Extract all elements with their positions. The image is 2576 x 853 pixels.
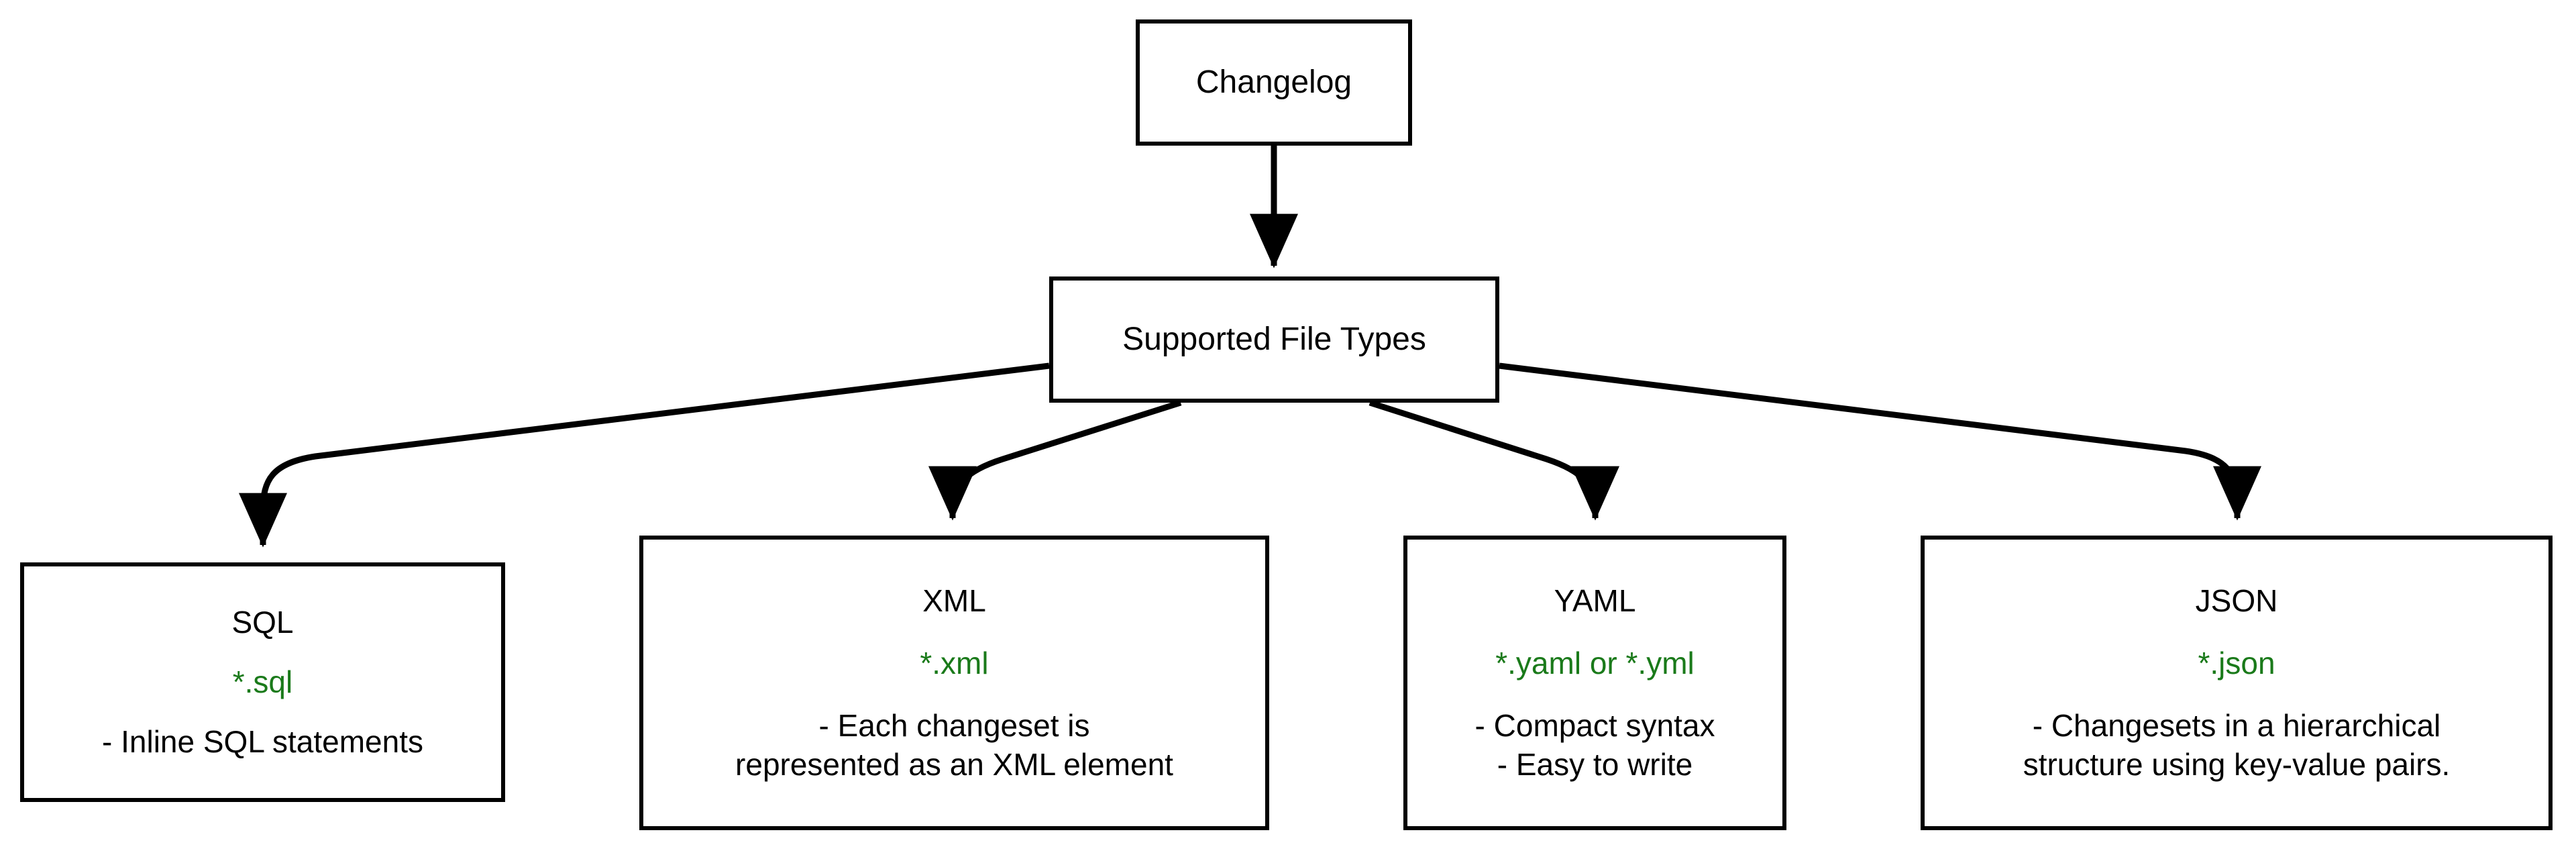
- node-json-description-line: - Changesets in a hierarchical: [2032, 707, 2441, 743]
- node-xml-description: - Each changeset is represented as an XM…: [735, 706, 1173, 785]
- node-sql-extension: *.sql: [232, 664, 293, 700]
- node-yaml-description: - Compact syntax - Easy to write: [1475, 706, 1715, 785]
- node-json[interactable]: JSON *.json - Changesets in a hierarchic…: [1921, 536, 2553, 830]
- node-supported-file-types-title: Supported File Types: [1122, 321, 1426, 358]
- edge-supported-to-json: [1499, 362, 2261, 521]
- node-yaml-title: YAML: [1554, 583, 1636, 618]
- node-xml[interactable]: XML *.xml - Each changeset is represente…: [639, 536, 1269, 830]
- node-xml-description-line: - Each changeset is: [818, 707, 1090, 743]
- node-sql-description-line: - Inline SQL statements: [102, 723, 423, 759]
- node-xml-extension: *.xml: [920, 645, 989, 681]
- node-changelog-title: Changelog: [1195, 64, 1352, 101]
- node-json-description: - Changesets in a hierarchical structure…: [2023, 706, 2451, 785]
- edge-supported-to-yaml: [1368, 399, 1619, 521]
- node-json-description-line: structure using key-value pairs.: [2023, 747, 2451, 783]
- node-yaml-description-line: - Easy to write: [1497, 747, 1693, 783]
- node-sql[interactable]: SQL *.sql - Inline SQL statements: [20, 562, 505, 802]
- node-sql-description: - Inline SQL statements: [102, 722, 423, 762]
- edge-supported-to-xml: [928, 399, 1182, 521]
- node-yaml-description-line: - Compact syntax: [1474, 707, 1715, 743]
- node-supported-file-types[interactable]: Supported File Types: [1049, 277, 1499, 403]
- node-json-extension: *.json: [2198, 645, 2275, 681]
- node-sql-title: SQL: [231, 605, 294, 640]
- edge-supported-to-sql: [239, 362, 1050, 548]
- node-changelog[interactable]: Changelog: [1136, 19, 1412, 146]
- node-xml-title: XML: [922, 583, 986, 618]
- node-json-title: JSON: [2195, 583, 2278, 618]
- node-yaml[interactable]: YAML *.yaml or *.yml - Compact syntax - …: [1403, 536, 1786, 830]
- node-xml-description-line: represented as an XML element: [735, 747, 1173, 783]
- node-yaml-extension: *.yaml or *.yml: [1495, 645, 1695, 681]
